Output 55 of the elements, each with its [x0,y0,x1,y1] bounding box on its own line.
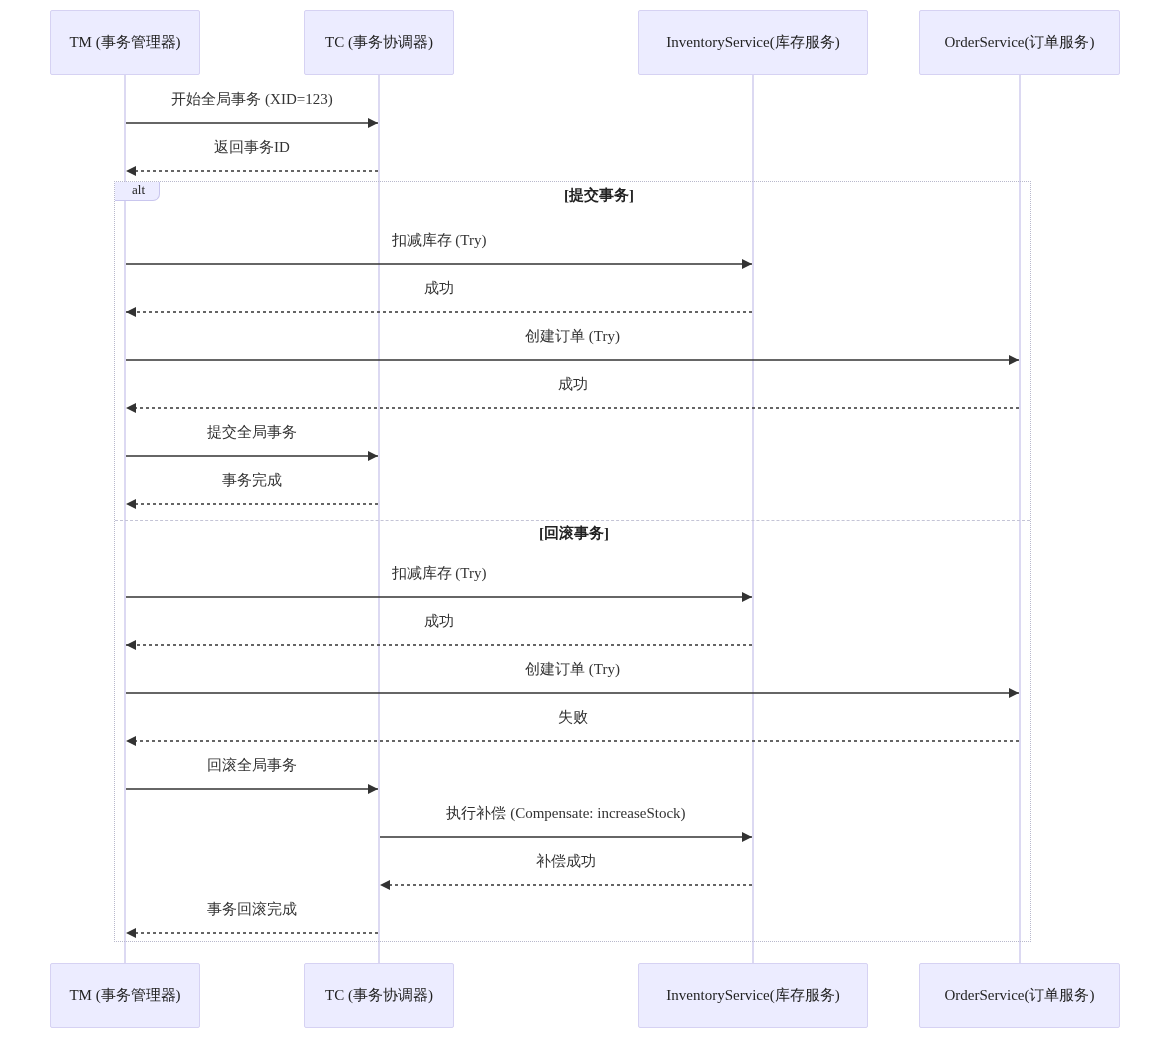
message-arrow [125,928,379,938]
message-arrow [125,355,1020,365]
message-label: 执行补偿 (Compensate: increaseStock) [446,804,686,823]
participant-label: InventoryService(库存服务) [666,986,840,1005]
message-label: 成功 [424,279,454,298]
message-arrow [125,499,379,509]
message-arrow [125,451,379,461]
lifeline [752,75,754,963]
participant-box [50,10,200,75]
lifeline [378,75,380,963]
message-label: 提交全局事务 [207,423,297,442]
participant-box [50,963,200,1028]
participant-label: TC (事务协调器) [325,986,433,1005]
section-label: [提交事务] [564,186,634,205]
message-arrow [125,259,753,269]
message-label: 开始全局事务 (XID=123) [171,90,333,109]
message-arrow [379,880,753,890]
participant-box [638,10,868,75]
message-label: 事务回滚完成 [207,900,297,919]
message-arrow [125,736,1020,746]
message-label: 补偿成功 [536,852,596,871]
message-label: 创建订单 (Try) [525,660,620,679]
lifeline [124,75,126,963]
participant-box [919,963,1120,1028]
message-label: 成功 [424,612,454,631]
participant-box [304,963,454,1028]
participant-box [304,10,454,75]
frame-tag: alt [115,182,160,201]
message-arrow [125,688,1020,698]
message-arrow [125,118,379,128]
lifeline [1019,75,1021,963]
message-label: 返回事务ID [214,138,290,157]
message-arrow [379,832,753,842]
participant-label: InventoryService(库存服务) [666,33,840,52]
message-label: 扣减库存 (Try) [391,231,487,250]
participant-box [919,10,1120,75]
participant-label: TM (事务管理器) [69,33,181,52]
message-label: 事务完成 [222,471,282,490]
participant-label: TM (事务管理器) [69,986,181,1005]
message-label: 创建订单 (Try) [525,327,620,346]
message-arrow [125,640,753,650]
participant-box [638,963,868,1028]
participant-label: TC (事务协调器) [325,33,433,52]
message-arrow [125,403,1020,413]
message-arrow [125,592,753,602]
message-arrow [125,307,753,317]
participant-label: OrderService(订单服务) [944,33,1095,52]
message-label: 回滚全局事务 [207,756,297,775]
message-arrow [125,784,379,794]
message-label: 失败 [557,708,588,727]
message-arrow [125,166,379,176]
message-label: 扣减库存 (Try) [391,564,487,583]
section-label: [回滚事务] [539,524,609,543]
participant-label: OrderService(订单服务) [944,986,1095,1005]
message-label: 成功 [557,375,588,394]
